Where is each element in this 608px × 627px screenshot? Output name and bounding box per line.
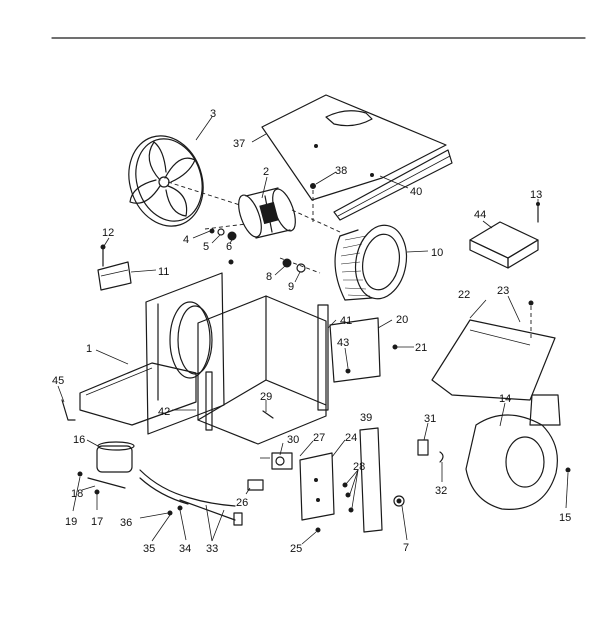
callout-23: 23	[497, 285, 509, 297]
callout-34: 34	[179, 543, 191, 555]
clip-32	[439, 451, 444, 463]
screw-23	[528, 300, 534, 340]
callout-39: 39	[360, 412, 372, 424]
blower-housing-part	[465, 394, 561, 510]
callout-37: 37	[233, 138, 245, 150]
callout-22: 22	[458, 289, 470, 301]
callout-40: 40	[410, 186, 422, 198]
callout-25: 25	[290, 543, 302, 555]
relay-31	[417, 439, 429, 456]
callout-14: 14	[499, 393, 511, 405]
screw-25	[315, 527, 321, 533]
callout-30: 30	[287, 434, 299, 446]
callout-31: 31	[424, 413, 436, 425]
callout-11: 11	[158, 266, 169, 278]
top-panel-part	[261, 94, 447, 201]
callout-38: 38	[335, 165, 347, 177]
strip-bracket-part	[333, 149, 453, 221]
fan-blade-part	[128, 135, 241, 227]
leader-lines	[57, 116, 569, 545]
screw-15	[565, 467, 571, 473]
side-panel-20	[329, 317, 381, 383]
callout-33: 33	[206, 543, 218, 555]
callout-labels: 1 2 3 4 5 6 7 8 9 10 11 12 13 14 15 16 1…	[52, 108, 571, 555]
callout-7: 7	[403, 542, 409, 554]
callout-16: 16	[73, 434, 85, 446]
base-frame-part	[79, 362, 197, 426]
callout-29: 29	[260, 391, 272, 403]
callout-43: 43	[337, 337, 349, 349]
nut-7	[393, 495, 405, 507]
callout-32: 32	[435, 485, 447, 497]
callout-36: 36	[120, 517, 132, 529]
callout-20: 20	[396, 314, 408, 326]
callout-18: 18	[71, 488, 83, 500]
callout-35: 35	[143, 543, 155, 555]
control-box-44	[469, 221, 539, 269]
callout-21: 21	[415, 342, 427, 354]
screw-13	[536, 202, 540, 223]
callout-5: 5	[203, 241, 209, 253]
bracket-45	[61, 399, 76, 421]
callout-17: 17	[91, 516, 103, 528]
access-panel-39	[359, 427, 383, 533]
screw-12	[100, 244, 106, 267]
callout-13: 13	[530, 189, 542, 201]
screw-21-43	[345, 344, 398, 374]
bracket-11	[97, 261, 132, 291]
hardware-8-9	[279, 257, 321, 274]
cabinet-frame	[197, 295, 327, 445]
callout-10: 10	[431, 247, 443, 259]
callout-41: 41	[340, 315, 352, 327]
callout-45: 45	[52, 375, 64, 387]
wiring-harness-33	[139, 469, 243, 526]
duct-22	[431, 319, 556, 401]
callout-15: 15	[559, 512, 571, 524]
control-panel-24	[299, 452, 335, 521]
post-41	[317, 304, 329, 411]
callout-9: 9	[288, 281, 294, 293]
callout-24: 24	[345, 432, 357, 444]
screws-28	[342, 482, 354, 513]
callout-42: 42	[158, 406, 170, 418]
callout-27: 27	[313, 432, 325, 444]
blower-wheel-part	[334, 224, 408, 301]
callout-4: 4	[183, 234, 189, 246]
strap-17-18-19	[77, 471, 126, 495]
rod-29	[262, 410, 274, 419]
callout-2: 2	[263, 166, 269, 178]
motor-part	[238, 187, 341, 239]
callout-19: 19	[65, 516, 77, 528]
callout-3: 3	[210, 108, 216, 120]
callout-8: 8	[266, 271, 272, 283]
callout-28: 28	[353, 461, 365, 473]
callout-6: 6	[226, 241, 232, 253]
callout-26: 26	[236, 497, 248, 509]
callout-44: 44	[474, 209, 486, 221]
callout-12: 12	[102, 227, 114, 239]
callout-1: 1	[86, 343, 92, 355]
terminal-26	[247, 479, 264, 491]
capacitor-16	[96, 441, 135, 473]
component-30-27	[260, 452, 293, 470]
